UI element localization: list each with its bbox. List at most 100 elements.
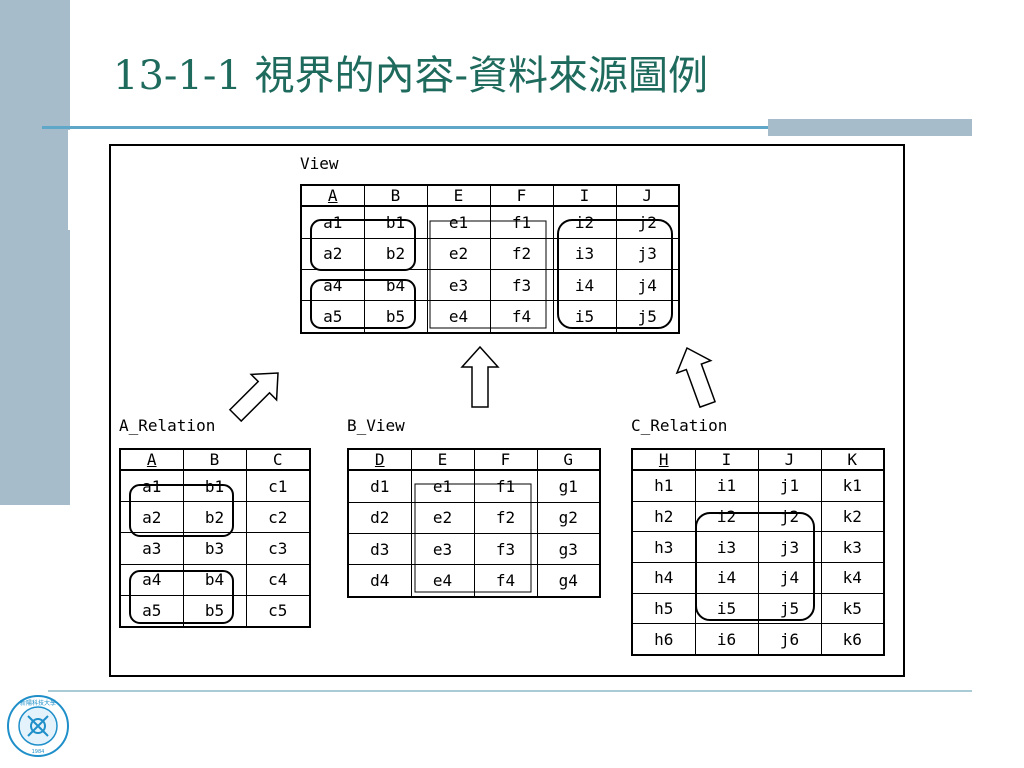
c-relation-col-header-text: K [847, 450, 858, 469]
c-relation-col-header: K [820, 448, 885, 471]
view-cell: i3 [552, 237, 617, 270]
c-relation-cell: i4 [694, 561, 759, 594]
c-relation-header-row: H I J K [631, 448, 885, 471]
view-col-header-text: E [453, 186, 464, 205]
view-cell: f4 [489, 300, 554, 334]
a-relation-col-header: C [245, 448, 311, 471]
view-cell: a4 [300, 268, 365, 302]
view-col-header: J [615, 184, 680, 207]
b-view-cell: d1 [347, 469, 412, 503]
c-relation-cell: j2 [757, 500, 822, 533]
c-relation-cell: i2 [694, 500, 759, 533]
view-cell: i2 [552, 205, 617, 239]
view-cell: e1 [426, 205, 491, 239]
a-relation-col-header-text: C [272, 450, 283, 469]
b-view-cell: d2 [347, 501, 412, 534]
a-relation-cell: c3 [245, 532, 311, 565]
c-relation-cell: i6 [694, 623, 759, 656]
b-view-col-header: G [536, 448, 601, 471]
c-relation-label: C_Relation [631, 416, 728, 435]
view-col-header-text: B [390, 186, 401, 205]
b-view-cell: f1 [473, 469, 538, 503]
c-relation-col-header-text: J [784, 450, 795, 469]
left-accent-bar [0, 0, 70, 505]
b-view-cell: f2 [473, 501, 538, 534]
a-relation-cell: b4 [182, 563, 247, 596]
seal-year-text: 1984 [32, 749, 45, 755]
c-relation-col-header-text: H [658, 450, 669, 469]
view-cell: b5 [363, 300, 428, 334]
b-view-col-header-text: F [500, 450, 511, 469]
view-cell: j2 [615, 205, 680, 239]
view-col-header-text: J [642, 186, 653, 205]
seal-cross [27, 715, 49, 737]
view-cell: f3 [489, 268, 554, 302]
a-relation-label: A_Relation [119, 416, 216, 435]
b-view-cell: f3 [473, 532, 538, 566]
view-col-header: A [300, 184, 365, 207]
diagram-frame [109, 144, 905, 677]
a-relation-col-header-text: B [209, 450, 220, 469]
c-relation-cell: h6 [631, 623, 696, 656]
a-relation-cell: a5 [119, 594, 184, 628]
b-view-cell: g4 [536, 564, 601, 598]
a-relation-cell: a4 [119, 563, 184, 596]
b-view-cell: e2 [410, 501, 475, 534]
a-relation-cell: a3 [119, 532, 184, 565]
b-view-cell: d4 [347, 564, 412, 598]
title-accent-block [768, 119, 972, 136]
view-cell: j3 [615, 237, 680, 270]
a-relation-cell: c1 [245, 469, 311, 503]
b-view-cell: g1 [536, 469, 601, 503]
b-view-col-header-text: D [374, 450, 385, 469]
c-relation-cell: i5 [694, 592, 759, 625]
c-relation-cell: k1 [820, 469, 885, 502]
view-cell: e4 [426, 300, 491, 334]
view-label: View [300, 154, 339, 173]
a-relation-cell: b2 [182, 501, 247, 534]
view-col-header: I [552, 184, 617, 207]
left-bar-divider [68, 130, 70, 230]
view-col-header-text: I [579, 186, 590, 205]
view-cell: e3 [426, 268, 491, 302]
c-relation-col-header: H [631, 448, 696, 471]
view-cell: j4 [615, 268, 680, 302]
c-relation-cell: j3 [757, 531, 822, 563]
view-cell: i4 [552, 268, 617, 302]
slide-title: 13-1-1 視界的內容-資料來源圖例 [113, 53, 709, 99]
c-relation-col-header-text: I [721, 450, 732, 469]
a-relation-cell: b1 [182, 469, 247, 503]
view-cell: b1 [363, 205, 428, 239]
view-cell: i5 [552, 300, 617, 334]
c-relation-cell: k5 [820, 592, 885, 625]
c-relation-cell: j6 [757, 623, 822, 656]
a-relation-cell: b3 [182, 532, 247, 565]
view-cell: a2 [300, 237, 365, 270]
view-cell: e2 [426, 237, 491, 270]
c-relation-cell: h1 [631, 469, 696, 502]
c-relation-cell: k6 [820, 623, 885, 656]
c-relation-cell: k2 [820, 500, 885, 533]
view-col-header-text: A [327, 186, 338, 205]
b-view-label: B_View [347, 416, 405, 435]
title-underline [42, 126, 972, 129]
b-view-cell: e1 [410, 469, 475, 503]
